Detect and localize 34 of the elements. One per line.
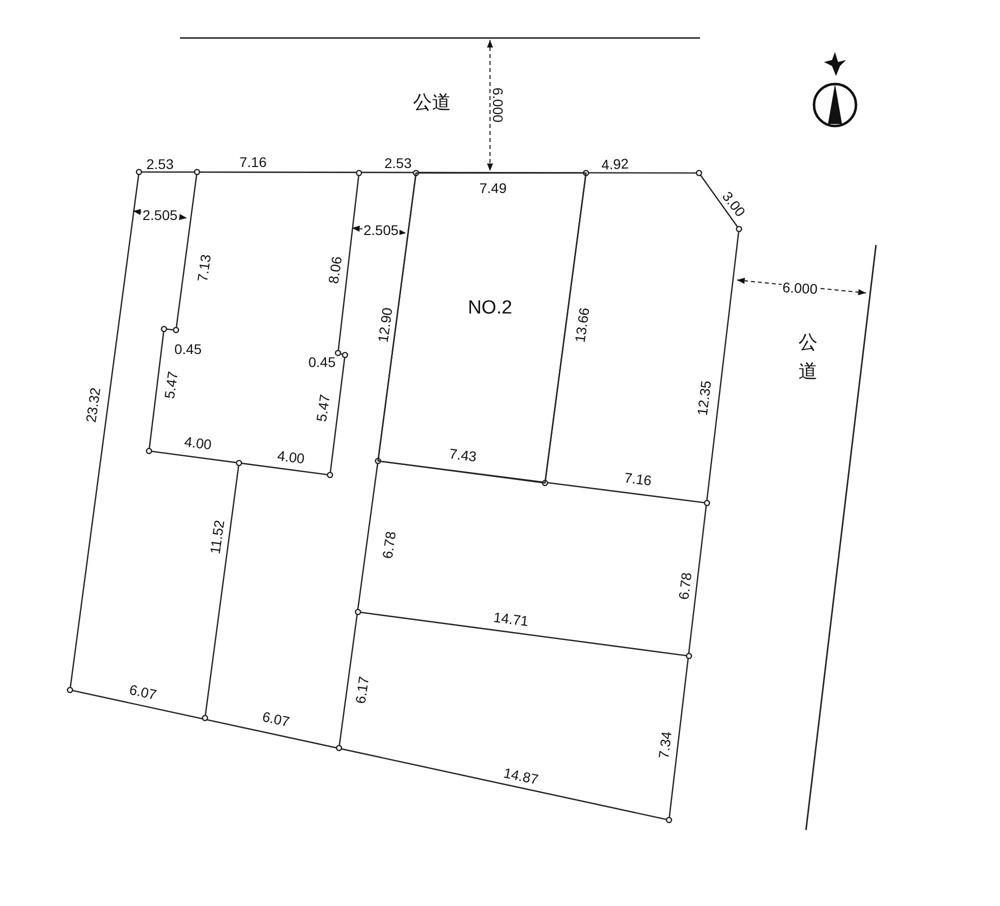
dimension-label: 7.43 — [448, 446, 478, 464]
dimension-label: 6.78 — [676, 570, 694, 602]
dimension-label: 2.505 — [141, 208, 179, 222]
dimension-label: 5.47 — [314, 392, 332, 424]
dimension-label: 6.000 — [491, 86, 505, 124]
dimension-label: 13.66 — [572, 306, 592, 344]
dimension-label: 6.78 — [380, 530, 398, 560]
dimension-label: 5.47 — [162, 370, 180, 400]
dimension-label: 12.90 — [376, 306, 394, 344]
dimension-label: 2.505 — [362, 223, 400, 237]
dimension-label: 2.53 — [145, 157, 175, 171]
dimension-label: 12.35 — [694, 378, 714, 418]
dimension-label: 0.45 — [307, 355, 337, 369]
dimension-label: 6.17 — [353, 674, 371, 706]
dimension-label: 4.00 — [182, 434, 214, 452]
dimension-label: 7.16 — [238, 155, 268, 169]
dimension-label: 4.92 — [600, 156, 630, 172]
dimension-label: 6.07 — [127, 682, 159, 702]
dimension-label: 7.16 — [622, 470, 654, 488]
dimension-label: 7.49 — [478, 181, 508, 195]
dimension-label: 6.000 — [781, 280, 819, 296]
dimension-label: 2.53 — [383, 156, 413, 170]
dimension-label: 6.07 — [260, 709, 292, 729]
road-label: 公道 — [798, 332, 818, 384]
dimension-label: 7.13 — [195, 252, 213, 284]
dimension-label: 0.45 — [173, 342, 203, 356]
dimension-label: 11.52 — [208, 518, 226, 556]
dimension-label: 14.71 — [492, 610, 530, 628]
dimension-label: 7.34 — [656, 730, 674, 760]
dimension-label: 4.00 — [276, 448, 306, 466]
dimension-label: 23.32 — [84, 386, 102, 424]
dimension-label: 8.06 — [326, 254, 344, 286]
lot-number: NO.2 — [468, 298, 512, 318]
road-label: 公道 — [413, 94, 451, 112]
